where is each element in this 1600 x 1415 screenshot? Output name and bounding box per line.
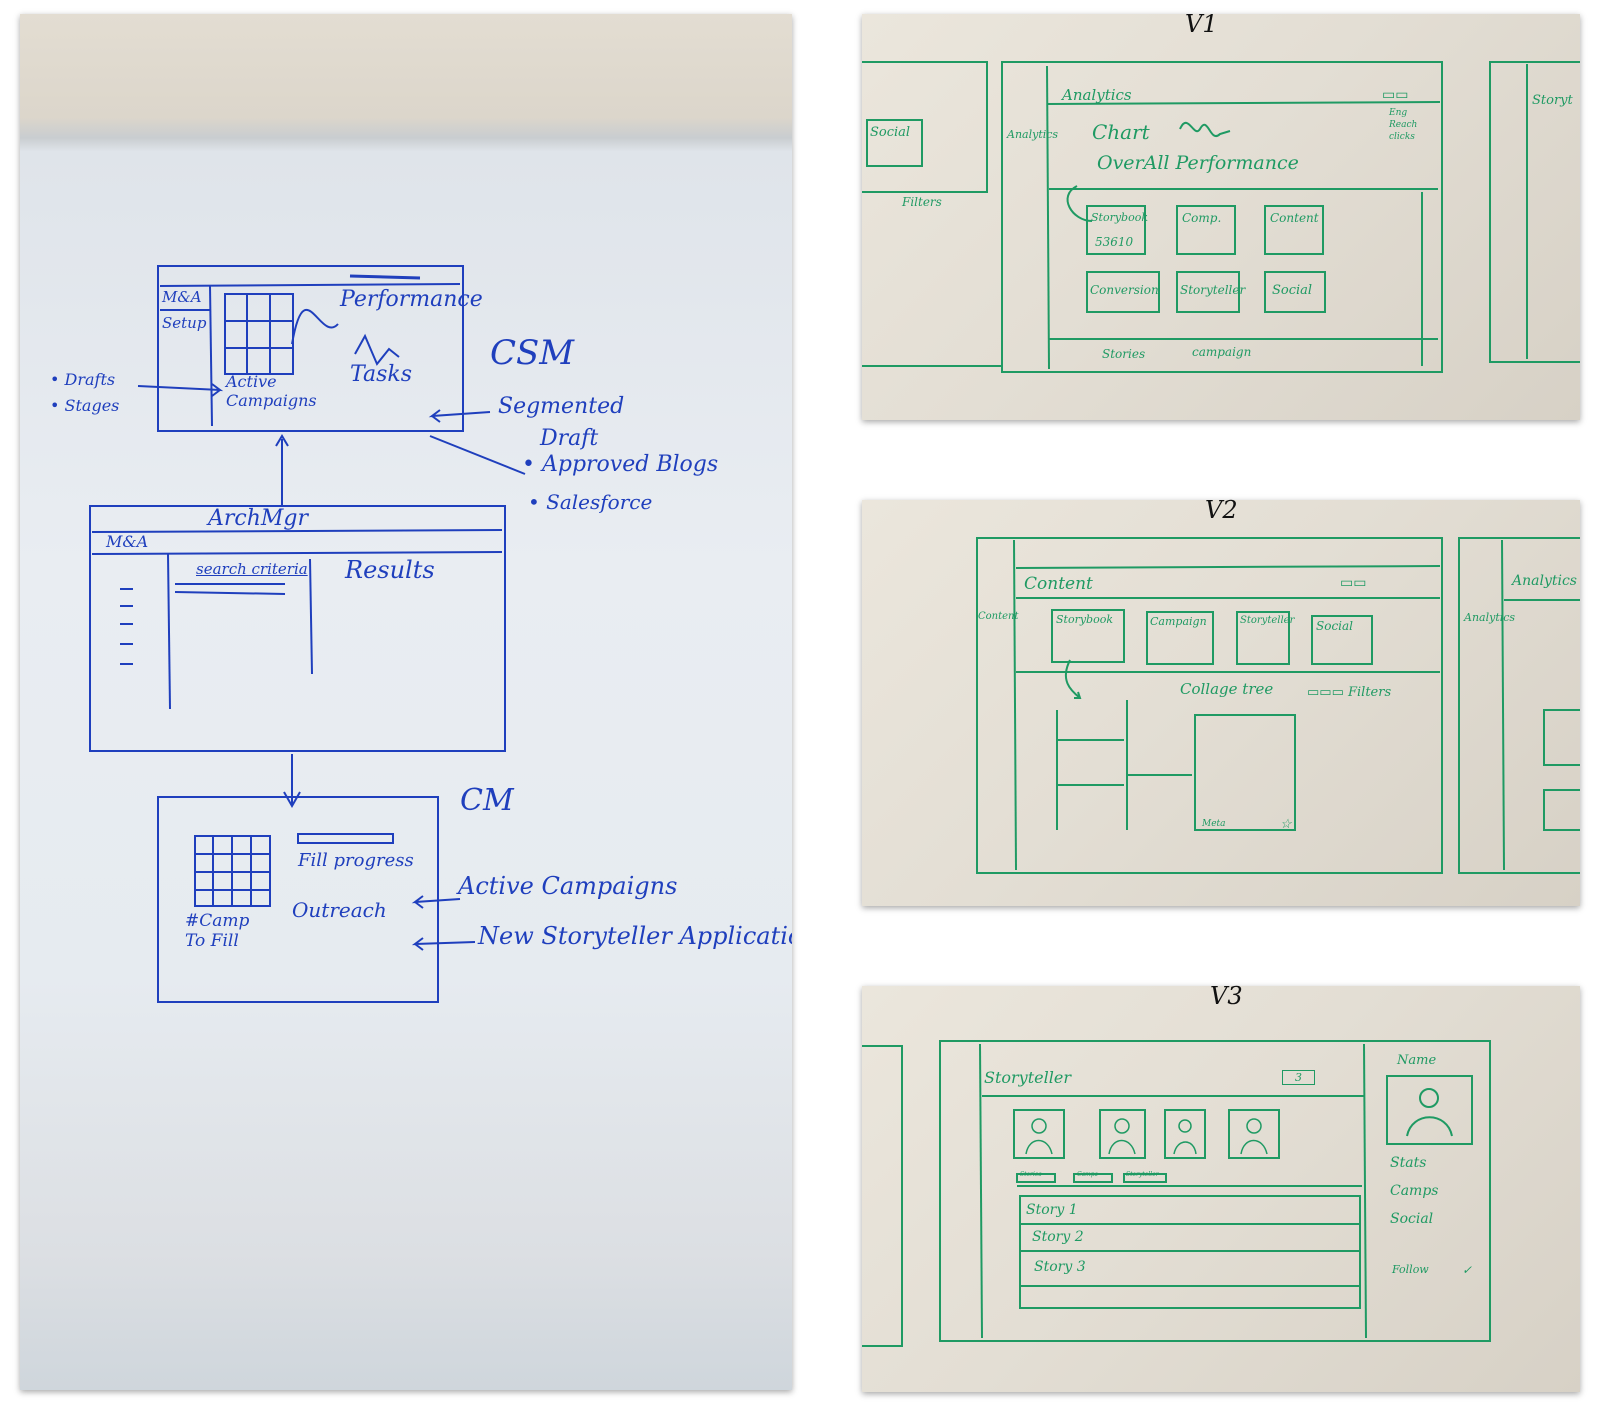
v3-header-title: Storyteller <box>984 1068 1071 1087</box>
v3-profile-item[interactable]: Follow <box>1392 1263 1429 1276</box>
archmgr-results: Results <box>345 556 435 584</box>
v1-bottom-item[interactable]: campaign <box>1192 345 1252 359</box>
v1-header-title: Analytics <box>1062 86 1132 104</box>
v1-legend-item: clicks <box>1389 132 1415 142</box>
v2-sketch-lines <box>976 537 1580 874</box>
whiteboard-photo-left: M&A Setup Performance Tasks Active Campa… <box>20 14 792 1390</box>
v3-story-row[interactable]: Story 2 <box>1032 1229 1084 1245</box>
v1-tile[interactable]: Content <box>1270 211 1319 225</box>
v3-tab[interactable]: Stories <box>1020 1171 1042 1178</box>
v2-right-sidebar: Analytics <box>1464 611 1516 624</box>
v2-collage-tree: Collage tree <box>1180 680 1274 698</box>
cm-camp-to-fill: #Camp To Fill <box>185 911 250 951</box>
v2-tile[interactable]: Campaign <box>1150 615 1207 628</box>
v1-header-icons[interactable]: ▭▭ <box>1382 87 1409 103</box>
v1-sketch-lines <box>862 61 1580 373</box>
v3-tab[interactable]: Camps <box>1077 1171 1098 1178</box>
v2-filters[interactable]: ▭▭▭ Filters <box>1307 685 1392 700</box>
archmgr-sidebar: M&A <box>106 532 149 551</box>
csm-sidebar-item: M&A <box>162 288 202 306</box>
cm-fill-progress: Fill progress <box>298 850 414 871</box>
v2-tile[interactable]: Storyteller <box>1240 615 1295 626</box>
v3-header-badge[interactable]: 3 <box>1282 1070 1315 1085</box>
csm-tasks-label: Tasks <box>350 362 412 387</box>
v2-sidebar-label: Content <box>978 611 1019 622</box>
csm-label: CSM <box>490 333 575 373</box>
csm-bullet: • Stages <box>50 396 120 415</box>
v2-right-header: Analytics <box>1512 573 1577 589</box>
v2-header-icons[interactable]: ▭▭ <box>1340 575 1367 591</box>
cm-note: New Storyteller Applications <box>478 922 792 950</box>
v1-tile[interactable]: Comp. <box>1182 211 1222 225</box>
star-icon[interactable]: ☆ <box>1280 817 1292 832</box>
v3-sketch-lines <box>862 1040 1491 1347</box>
v1-legend-item: Reach <box>1389 120 1418 130</box>
v1-tile[interactable]: Conversion <box>1090 283 1159 297</box>
v1-tile-value: 53610 <box>1095 235 1134 249</box>
csm-active-campaigns: Active Campaigns <box>226 372 317 411</box>
v1-label: V1 <box>1185 10 1218 38</box>
v1-tile[interactable]: Storybook <box>1091 211 1149 224</box>
csm-bullet: • Drafts <box>50 370 116 389</box>
v1-filters: Filters <box>902 195 942 209</box>
v1-right-peek: Storyt <box>1532 93 1573 108</box>
csm-performance-label: Performance <box>340 287 483 312</box>
cm-note: Active Campaigns <box>458 872 678 900</box>
v2-tile[interactable]: Storybook <box>1056 613 1114 626</box>
csm-note: Segmented <box>498 394 625 419</box>
archmgr-search-criteria: search criteria <box>196 560 308 578</box>
v1-left-tile: Social <box>870 125 911 140</box>
csm-note: Draft <box>540 426 599 451</box>
csm-note: • Approved Blogs <box>522 452 719 477</box>
v1-bottom-item[interactable]: Stories <box>1102 347 1146 361</box>
whiteboard-photo-v1: Social Filters Analytics Analytics ▭▭ Ch… <box>862 14 1580 420</box>
v2-label: V2 <box>1205 496 1238 524</box>
v3-tab[interactable]: Storyteller <box>1126 1171 1159 1178</box>
v2-tile[interactable]: Social <box>1316 619 1353 633</box>
archmgr-title: ArchMgr <box>208 506 309 531</box>
v3-story-row[interactable]: Story 3 <box>1034 1259 1086 1275</box>
v3-profile-name: Name <box>1397 1053 1437 1068</box>
v2-header-title: Content <box>1024 574 1093 594</box>
v1-tile[interactable]: Storyteller <box>1180 283 1246 297</box>
blue-sketch-lines <box>89 265 526 1003</box>
cm-label: CM <box>460 783 514 818</box>
v1-legend-item: Eng <box>1389 108 1408 118</box>
v3-label: V3 <box>1210 982 1243 1010</box>
v3-profile-item[interactable]: Camps <box>1390 1183 1439 1199</box>
v1-chart-label: Chart <box>1092 120 1150 144</box>
checkmark-icon: ✓ <box>1462 1263 1473 1277</box>
csm-note: • Salesforce <box>528 490 653 514</box>
v3-profile-item[interactable]: Social <box>1390 1211 1434 1227</box>
csm-sidebar-item: Setup <box>162 314 207 332</box>
v2-meta-label: Meta <box>1202 819 1226 829</box>
cm-outreach: Outreach <box>292 898 387 922</box>
v1-overall-performance: OverAll Performance <box>1097 152 1299 174</box>
whiteboard-photo-v3: Storyteller 3 Stories Camps Storyteller … <box>862 986 1580 1392</box>
v3-profile-item[interactable]: Stats <box>1390 1155 1427 1171</box>
v3-story-row[interactable]: Story 1 <box>1026 1202 1078 1218</box>
v1-tile[interactable]: Social <box>1272 283 1313 298</box>
v1-sidebar-label: Analytics <box>1007 128 1059 141</box>
whiteboard-photo-v2: Content Content ▭▭ Storybook Campaign St… <box>862 500 1580 906</box>
